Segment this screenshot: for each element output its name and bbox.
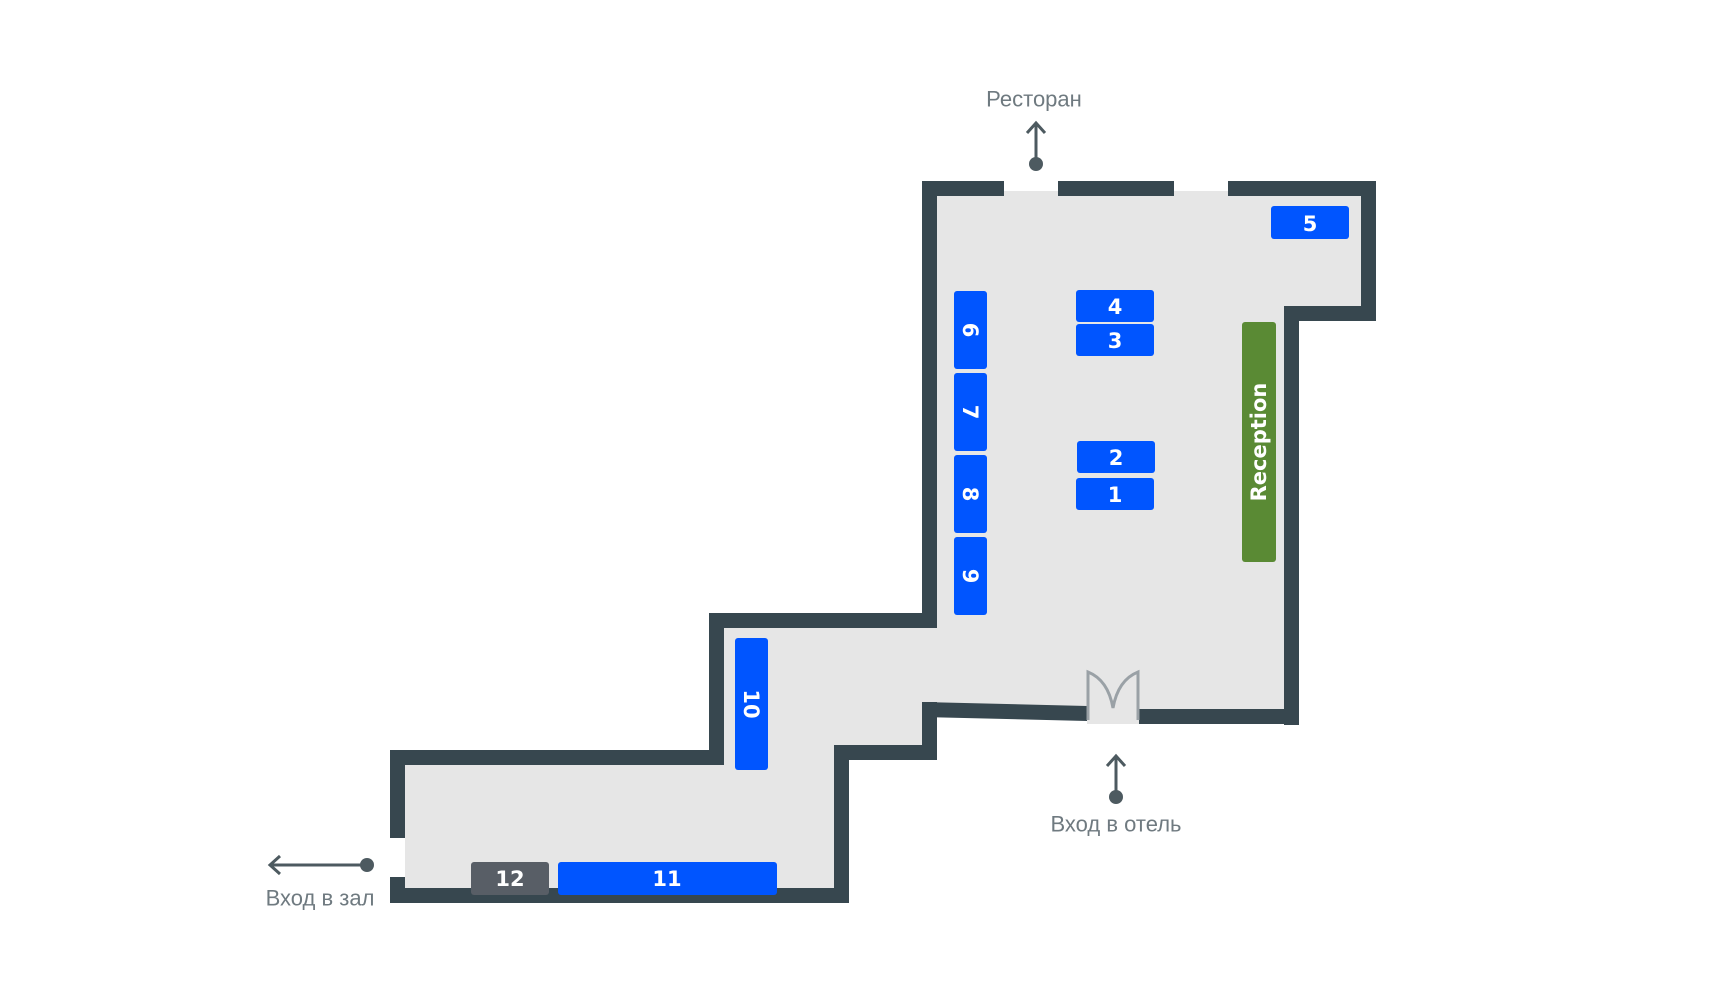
- arrow-up-icon: [1105, 753, 1127, 768]
- booth-7[interactable]: 7: [954, 373, 987, 451]
- booth-3[interactable]: 3: [1076, 324, 1154, 356]
- booth-10-label: 10: [739, 689, 763, 718]
- booth-3-label: 3: [1108, 329, 1123, 353]
- booth-7-label: 7: [958, 405, 982, 420]
- booth-2-label: 2: [1109, 446, 1124, 470]
- restaurant-label: Ресторан: [986, 87, 1082, 112]
- restaurant-exit-marker[interactable]: Ресторан: [986, 87, 1082, 172]
- booth-4-label: 4: [1108, 295, 1123, 319]
- arrow-up-icon: [1025, 120, 1047, 135]
- hall-entrance-marker[interactable]: Вход в зал: [266, 854, 375, 911]
- hall-entrance-label: Вход в зал: [266, 886, 375, 911]
- booth-4[interactable]: 4: [1076, 290, 1154, 322]
- reception-label: Reception: [1247, 383, 1271, 502]
- booth-8[interactable]: 8: [954, 455, 987, 533]
- arrow-left-icon: [267, 854, 282, 876]
- booth-9[interactable]: 9: [954, 537, 987, 615]
- booth-5-label: 5: [1303, 212, 1318, 236]
- booth-12-label: 12: [495, 867, 524, 891]
- booth-6-label: 6: [958, 323, 982, 338]
- booth-12[interactable]: 12: [471, 862, 549, 895]
- booth-11-label: 11: [652, 867, 681, 891]
- walls: [390, 181, 1376, 903]
- booth-1[interactable]: 1: [1076, 478, 1154, 510]
- booth-5[interactable]: 5: [1271, 206, 1349, 239]
- hotel-door[interactable]: [1086, 669, 1140, 724]
- floor-area: [405, 191, 1370, 895]
- hotel-entrance-label: Вход в отель: [1050, 812, 1181, 837]
- booth-10[interactable]: 10: [735, 638, 768, 770]
- booth-11[interactable]: 11: [558, 862, 777, 895]
- booth-2[interactable]: 2: [1077, 441, 1155, 473]
- reception-desk[interactable]: Reception: [1242, 322, 1276, 562]
- booth-1-label: 1: [1108, 483, 1123, 507]
- booth-6[interactable]: 6: [954, 291, 987, 369]
- booth-9-label: 9: [958, 569, 982, 584]
- booth-8-label: 8: [958, 487, 982, 502]
- hotel-entrance-marker[interactable]: Вход в отель: [1050, 753, 1182, 837]
